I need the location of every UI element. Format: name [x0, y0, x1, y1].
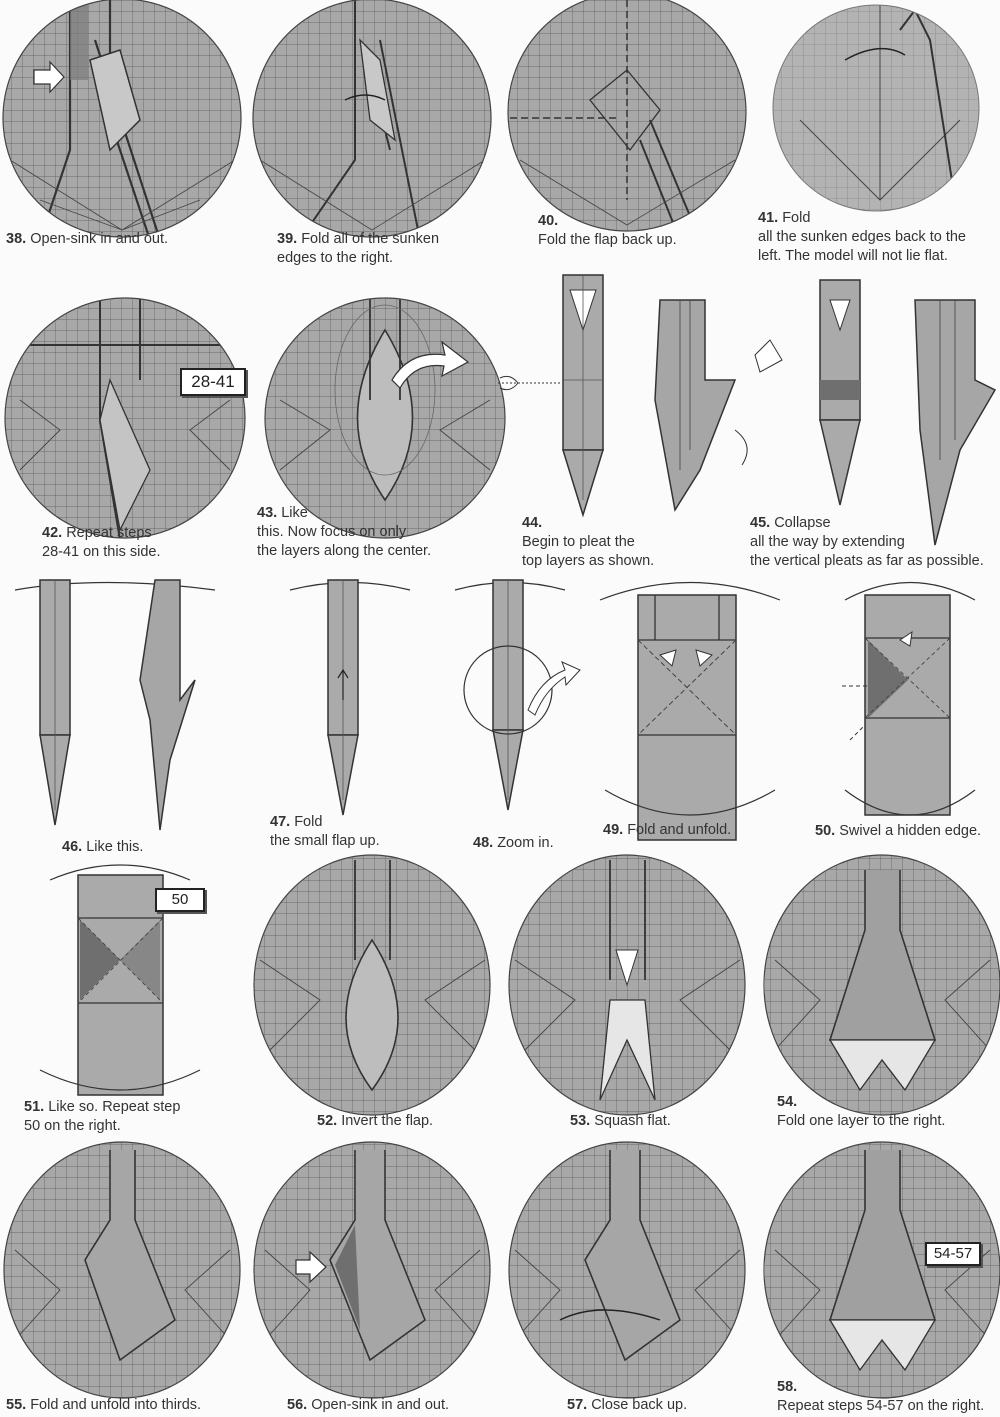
step-ref-badge: 54-57 [925, 1242, 981, 1266]
step-52-illustration [254, 855, 490, 1115]
step-44-illustration [561, 274, 783, 518]
step-55-illustration [4, 1142, 240, 1398]
step-ref-badge: 28-41 [180, 368, 246, 396]
step-39-illustration [253, 0, 491, 237]
step-56-illustration [254, 1142, 490, 1398]
step-50-caption: 50. Swivel a hidden edge. [815, 823, 982, 839]
step-56-caption: 56. Open-sink in and out. [287, 1397, 450, 1413]
step-46-illustration [39, 579, 196, 831]
step-40-caption: 40.Fold the flap back up. [538, 213, 677, 248]
step-38-illustration [3, 0, 241, 237]
step-46-caption: 46. Like this. [62, 839, 144, 855]
step-41-illustration [773, 5, 979, 211]
step-52-caption: 52. Invert the flap. [317, 1113, 434, 1129]
step-57-caption: 57. Close back up. [567, 1397, 688, 1413]
step-54-illustration [765, 855, 1000, 1115]
step-53-caption: 53. Squash flat. [570, 1113, 671, 1129]
step-40-illustration [508, 0, 746, 231]
step-48-illustration [454, 579, 581, 811]
step-38-caption: 38. Open-sink in and out. [6, 231, 169, 247]
step-54-caption: 54.Fold one layer to the right. [777, 1094, 946, 1129]
step-49-illustration [599, 581, 781, 841]
step-43-illustration [265, 298, 505, 538]
step-50-illustration [842, 581, 976, 816]
step-45-illustration [819, 279, 997, 546]
step-55-caption: 55. Fold and unfold into thirds. [6, 1397, 202, 1413]
step-58-caption: 58.Repeat steps 54-57 on the right. [777, 1379, 985, 1414]
step-53-illustration [509, 855, 745, 1115]
step-57-illustration [509, 1142, 745, 1398]
step-51-illustration [39, 864, 201, 1096]
step-48-caption: 48. Zoom in. [473, 835, 554, 851]
step-42-illustration [5, 298, 245, 538]
step-ref-badge: 50 [155, 888, 205, 912]
step-58-illustration [765, 1142, 1000, 1398]
step-47-illustration [289, 579, 411, 816]
step-49-caption: 49. Fold and unfold. [603, 822, 732, 838]
